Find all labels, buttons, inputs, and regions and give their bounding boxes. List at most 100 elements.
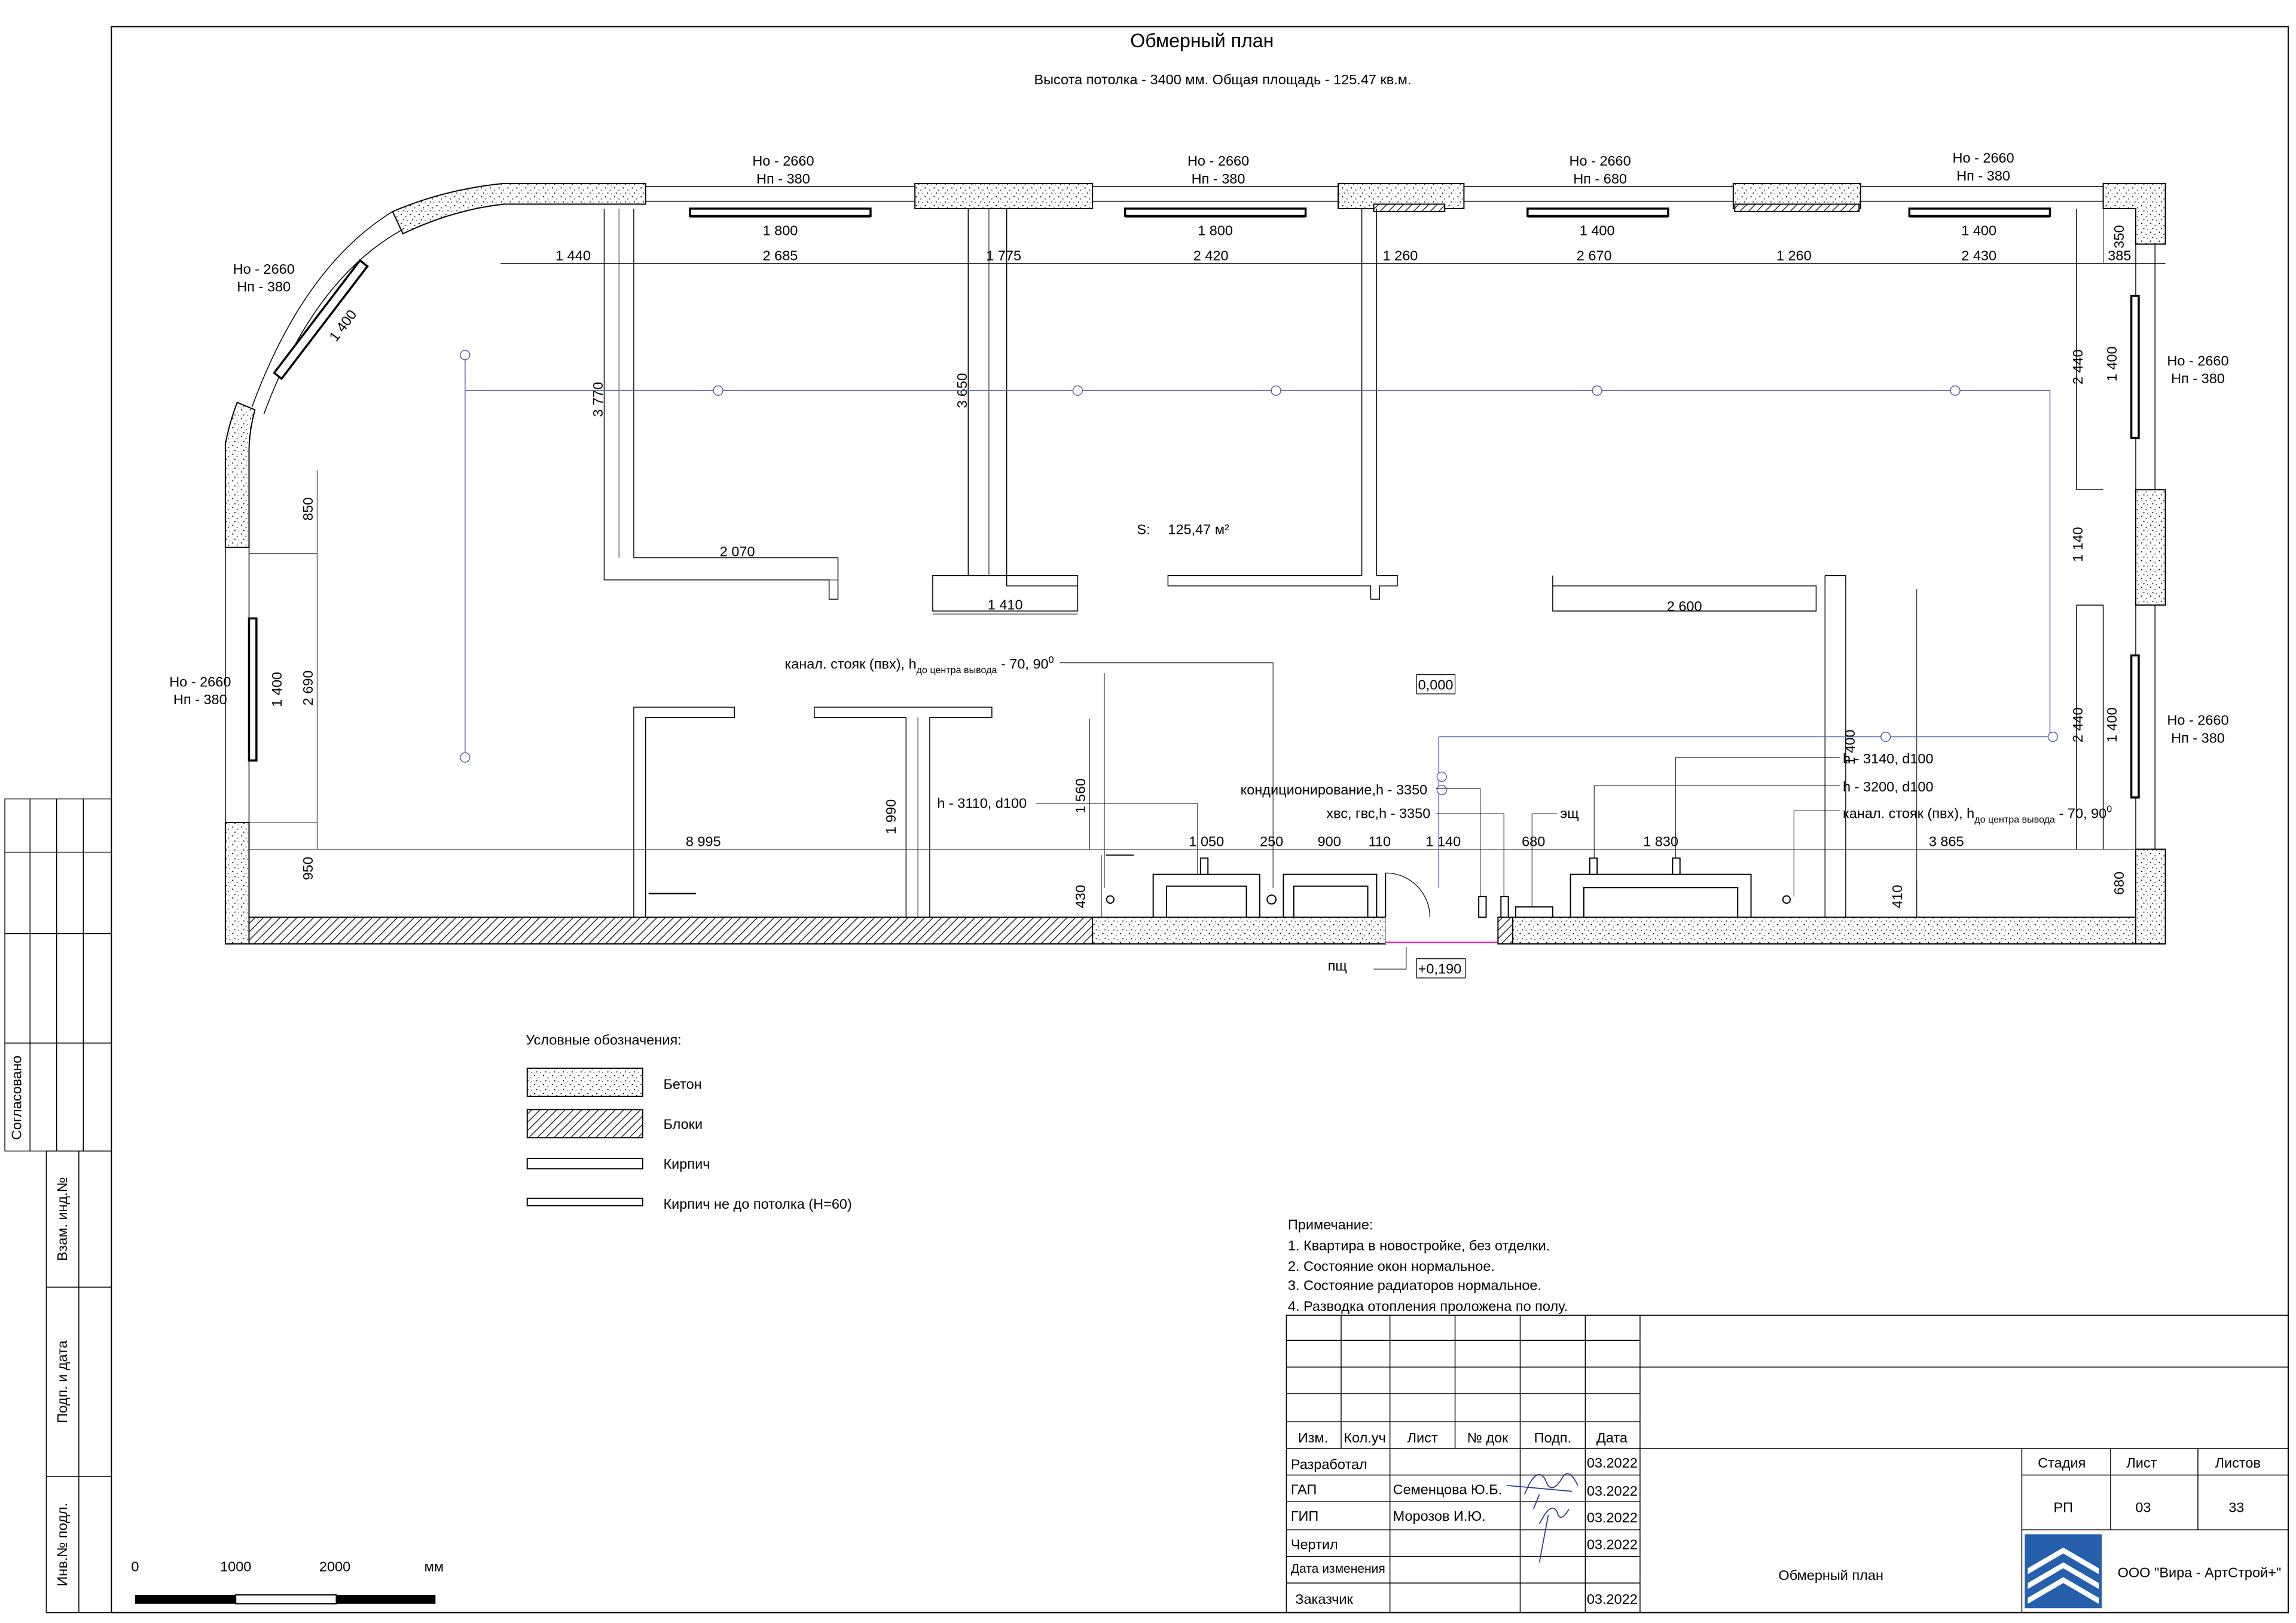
legend-swatch-blocks [526,1109,643,1139]
bottom-wall-concrete [1512,916,2137,945]
arc-wall-segment [392,182,646,235]
dimension-labels: 1 800 1 800 1 400 1 400 1 440 2 685 1 77… [269,223,2131,909]
svg-text:2 690: 2 690 [300,670,316,705]
svg-text:3 865: 3 865 [1929,834,1964,849]
svg-text:Стадия: Стадия [2038,1455,2086,1471]
svg-text:1 560: 1 560 [1073,778,1088,814]
svg-text:03.2022: 03.2022 [1587,1483,1638,1499]
svg-text:Лист: Лист [2126,1455,2157,1471]
svg-text:250: 250 [1260,834,1283,849]
svg-text:Семенцова Ю.Б.: Семенцова Ю.Б. [1393,1482,1503,1497]
svg-text:3. Состояние радиаторов нормал: 3. Состояние радиаторов нормальное. [1288,1277,1541,1293]
svg-text:2 685: 2 685 [763,248,798,264]
svg-text:1 775: 1 775 [986,248,1021,264]
scale-bar: 0 1000 2000 мм [131,1558,444,1604]
svg-text:410: 410 [1889,885,1905,908]
signature [1507,1473,1578,1563]
svg-text:1000: 1000 [220,1558,251,1574]
svg-text:2. Состояние окон нормальное.: 2. Состояние окон нормальное. [1288,1258,1495,1274]
svg-text:1 990: 1 990 [883,799,899,835]
svg-text:2 420: 2 420 [1193,248,1229,264]
page-title: Обмерный план [1130,30,1274,51]
light-point [2047,731,2059,742]
svg-text:Нп - 380: Нп - 380 [2171,730,2225,745]
svg-text:Но - 2660: Но - 2660 [1952,150,2014,166]
svg-text:03.2022: 03.2022 [1587,1455,1638,1471]
svg-text:Но - 2660: Но - 2660 [2167,713,2228,728]
light-point [713,385,723,396]
svg-text:8 995: 8 995 [686,834,721,849]
side-stamp [4,798,112,1613]
svg-text:Условные обозначения:: Условные обозначения: [526,1032,681,1047]
svg-text:1 800: 1 800 [1198,223,1233,239]
svg-text:1 140: 1 140 [2070,527,2086,562]
svg-text:1 260: 1 260 [1383,248,1418,264]
svg-text:Инв.№ подл.: Инв.№ подл. [54,1503,70,1587]
light-point [1880,731,1891,742]
svg-text:850: 850 [300,497,316,521]
svg-text:1 400: 1 400 [269,672,285,707]
svg-text:Нп - 680: Нп - 680 [1573,171,1627,187]
svg-text:2 600: 2 600 [1667,598,1702,614]
svg-text:Нп - 380: Нп - 380 [237,279,291,295]
svg-text:3 770: 3 770 [590,382,606,417]
bottom-wall-concrete [1092,916,1387,945]
top-wall-concrete [914,182,1094,209]
level-mark-box [1416,674,1456,695]
svg-text:Взам. инд.№: Взам. инд.№ [54,1177,70,1261]
arc-wall-segment [224,401,256,548]
svg-text:ГИП: ГИП [1291,1508,1319,1524]
callout-vent-riser-right: канал. стояк (пвх), hдо центра вывода - … [1843,804,2112,825]
light-point [1950,385,1961,396]
svg-text:пщ: пщ [1328,958,1347,974]
svg-text:1 410: 1 410 [988,597,1023,613]
walls [224,182,2166,945]
svg-text:Подп.: Подп. [1534,1430,1571,1445]
svg-text:385: 385 [2108,248,2131,264]
svg-text:Дата: Дата [1596,1430,1628,1445]
svg-text:2 670: 2 670 [1577,248,1612,264]
light-point [1072,385,1083,396]
light-point [1436,771,1447,783]
light-point [460,752,471,763]
svg-text:Морозов И.Ю.: Морозов И.Ю. [1393,1508,1486,1524]
notes: Примечание: 1. Квартира в новостройке, б… [1288,1217,1568,1314]
svg-text:Подп. и дата: Подп. и дата [54,1340,70,1423]
title-block [1286,1315,2289,1613]
svg-text:1 800: 1 800 [763,223,798,239]
svg-text:Нп - 380: Нп - 380 [756,171,810,187]
svg-text:Дата изменения: Дата изменения [1291,1562,1385,1576]
svg-text:1 400: 1 400 [1580,223,1615,239]
svg-text:Нп - 380: Нп - 380 [1956,168,2010,184]
right-wall-concrete [2135,489,2166,606]
area-value: 125,47 м² [1168,521,1229,537]
svg-text:Заказчик: Заказчик [1295,1591,1353,1607]
svg-text:2 440: 2 440 [2070,707,2086,742]
company-logo [2025,1534,2102,1609]
svg-text:Бетон: Бетон [663,1077,701,1092]
svg-text:430: 430 [1073,885,1088,908]
svg-text:1 050: 1 050 [1189,834,1224,849]
callout-leaders [1036,662,1840,970]
svg-text:Чертил: Чертил [1291,1536,1338,1552]
svg-text:Изм.: Изм. [1298,1430,1328,1445]
light-point [1271,385,1281,396]
svg-text:03.2022: 03.2022 [1587,1536,1638,1552]
title-block-text: Изм. Кол.уч Лист № док Подп. Дата Разраб… [1291,1430,2281,1607]
svg-text:№ док: № док [1467,1430,1509,1445]
svg-text:2000: 2000 [319,1558,350,1574]
legend-swatch-concrete [526,1067,643,1097]
light-point [460,350,471,360]
bottom-wall-blocks [248,916,1094,945]
svg-text:Но - 2660: Но - 2660 [233,261,295,277]
svg-text:4. Разводка отопления проложен: 4. Разводка отопления проложена по полу. [1288,1298,1568,1314]
page-subtitle: Высота потолка - 3400 мм. Общая площадь … [1034,72,1411,87]
svg-text:680: 680 [1522,834,1545,849]
svg-text:1 400: 1 400 [1961,223,1996,239]
svg-text:хвс, гвс,h - 3350: хвс, гвс,h - 3350 [1326,806,1430,821]
svg-text:РП: РП [2053,1499,2073,1515]
left-wall-concrete [224,822,250,945]
svg-text:03.2022: 03.2022 [1587,1510,1638,1526]
dimension-lines [249,208,2166,918]
